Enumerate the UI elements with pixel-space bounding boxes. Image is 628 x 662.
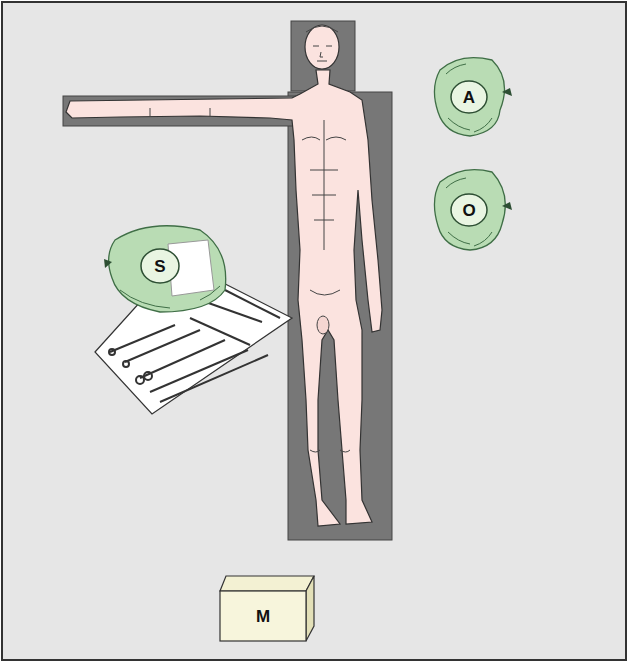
drape-circle: A	[450, 80, 488, 114]
stand-label-box: M	[221, 592, 305, 640]
node-letter: A	[463, 89, 475, 106]
patient-figure	[66, 25, 382, 526]
drape-circle: O	[450, 193, 488, 227]
instrument-stand	[220, 576, 314, 641]
node-letter: S	[154, 258, 165, 275]
node-letter: O	[462, 202, 475, 219]
sterile-drapes	[104, 58, 512, 312]
node-letter: M	[256, 608, 270, 625]
drape-circle: S	[140, 248, 180, 284]
